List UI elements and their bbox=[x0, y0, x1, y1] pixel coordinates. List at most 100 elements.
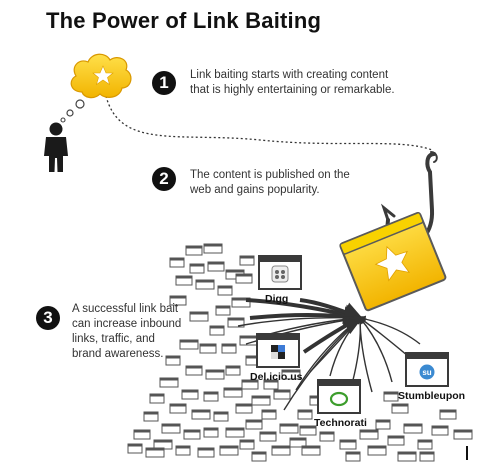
step-2-line-2: web and gains popularity. bbox=[190, 184, 320, 196]
small-window-icon bbox=[439, 409, 457, 420]
small-window-icon bbox=[159, 377, 179, 388]
step-3-line-1: A successful link bait bbox=[72, 303, 179, 315]
small-window-icon bbox=[263, 379, 279, 390]
small-window-icon bbox=[227, 317, 245, 328]
small-window-icon bbox=[185, 245, 203, 256]
small-window-icon bbox=[235, 273, 253, 284]
step-2-line-1: The content is published on the bbox=[190, 169, 350, 181]
small-window-icon bbox=[417, 439, 433, 450]
delicious-window-icon bbox=[256, 333, 300, 368]
small-window-icon bbox=[175, 445, 191, 456]
small-window-icon bbox=[169, 403, 187, 414]
arrow bbox=[358, 317, 409, 357]
small-window-icon bbox=[197, 447, 215, 458]
small-window-icon bbox=[279, 423, 299, 434]
delicious-label: Del.icio.us bbox=[250, 371, 303, 383]
small-window-icon bbox=[143, 411, 159, 422]
small-window-icon bbox=[215, 305, 231, 316]
small-window-icon bbox=[297, 409, 313, 420]
small-window-icon bbox=[231, 297, 251, 308]
digg-window-icon bbox=[258, 255, 302, 290]
arrow bbox=[351, 316, 364, 385]
small-window-icon bbox=[183, 429, 201, 440]
small-window-icon bbox=[339, 439, 357, 450]
small-window-icon bbox=[207, 261, 225, 272]
step-1-line-1: Link baiting starts with creating conten… bbox=[190, 69, 389, 81]
step-3-text: A successful link bait can increase inbo… bbox=[72, 302, 181, 362]
small-window-icon bbox=[209, 325, 225, 336]
small-window-icon bbox=[301, 445, 321, 456]
small-window-icon bbox=[345, 451, 361, 462]
small-window-icon bbox=[271, 445, 291, 456]
small-window-icon bbox=[191, 409, 211, 420]
stumbleupon-window-icon: su bbox=[405, 352, 449, 387]
step-1-line-2: that is highly entertaining or remarkabl… bbox=[190, 84, 395, 96]
small-window-icon bbox=[225, 365, 241, 376]
arrow bbox=[358, 315, 421, 345]
small-window-icon bbox=[195, 279, 215, 290]
small-window-icon bbox=[387, 435, 405, 446]
small-window-icon bbox=[319, 431, 335, 442]
step-3-badge bbox=[36, 306, 60, 330]
small-window-icon bbox=[289, 437, 307, 448]
small-window-icon bbox=[235, 403, 253, 414]
step-3-line-4: brand awareness. bbox=[72, 348, 164, 360]
small-window-icon bbox=[169, 295, 187, 306]
inbound-link-arrows bbox=[237, 298, 421, 411]
small-window-icon bbox=[185, 365, 203, 376]
thought-cloud-star-icon bbox=[60, 53, 132, 123]
small-window-icon bbox=[225, 427, 245, 438]
small-window-icon bbox=[453, 429, 473, 440]
step-badges bbox=[36, 71, 176, 330]
step-2-number: 2 bbox=[159, 169, 169, 188]
small-window-icon bbox=[217, 285, 233, 296]
small-window-icon bbox=[375, 419, 391, 430]
small-window-icon bbox=[251, 395, 271, 406]
small-window-icon bbox=[145, 447, 165, 458]
step-3-line-2: can increase inbound bbox=[72, 318, 182, 330]
page-title: The Power of Link Baiting bbox=[46, 8, 322, 33]
small-window-icon bbox=[203, 391, 219, 402]
arrow bbox=[356, 316, 373, 393]
small-window-icon bbox=[251, 451, 267, 462]
step-1-text: Link baiting starts with creating conten… bbox=[190, 68, 395, 98]
small-window-icon bbox=[239, 255, 255, 266]
stumbleupon-label: Stumbleupon bbox=[398, 390, 466, 402]
small-window-icon bbox=[175, 275, 193, 286]
small-window-icon bbox=[281, 369, 301, 380]
small-window-icon bbox=[179, 339, 199, 350]
step-2-text: The content is published on the web and … bbox=[190, 168, 350, 198]
step-3-number: 3 bbox=[43, 308, 53, 327]
small-window-icon bbox=[419, 451, 435, 462]
small-window-icon bbox=[127, 443, 143, 454]
person-icon bbox=[44, 122, 68, 172]
small-window-icon bbox=[189, 263, 205, 274]
small-window-icon bbox=[203, 427, 219, 438]
small-window-icon bbox=[181, 389, 199, 400]
small-window-icon bbox=[383, 391, 399, 402]
svg-text:su: su bbox=[422, 368, 431, 377]
star-window-icon bbox=[339, 211, 447, 312]
small-window-icon bbox=[133, 429, 151, 440]
technorati-label: Technorati bbox=[314, 417, 367, 429]
small-window-icon bbox=[223, 387, 243, 398]
step-3-line-3: links, traffic, and bbox=[72, 333, 155, 345]
small-window-icon bbox=[219, 445, 239, 456]
small-window-icon bbox=[189, 311, 209, 322]
small-window-icon bbox=[403, 423, 423, 434]
arrow bbox=[283, 317, 362, 411]
small-window-icon bbox=[359, 429, 379, 440]
small-window-icon bbox=[165, 355, 181, 366]
small-window-icon bbox=[241, 379, 259, 390]
cursor-mark bbox=[466, 446, 468, 460]
step-1-number: 1 bbox=[159, 73, 169, 92]
small-window-icon bbox=[245, 419, 263, 430]
small-window-icon bbox=[169, 257, 185, 268]
step-2-badge bbox=[152, 167, 176, 191]
step-1-badge bbox=[152, 71, 176, 95]
small-window-icon bbox=[367, 445, 387, 456]
digg-label: Digg bbox=[265, 293, 289, 305]
small-window-icon bbox=[259, 431, 277, 442]
small-window-icon bbox=[161, 423, 181, 434]
